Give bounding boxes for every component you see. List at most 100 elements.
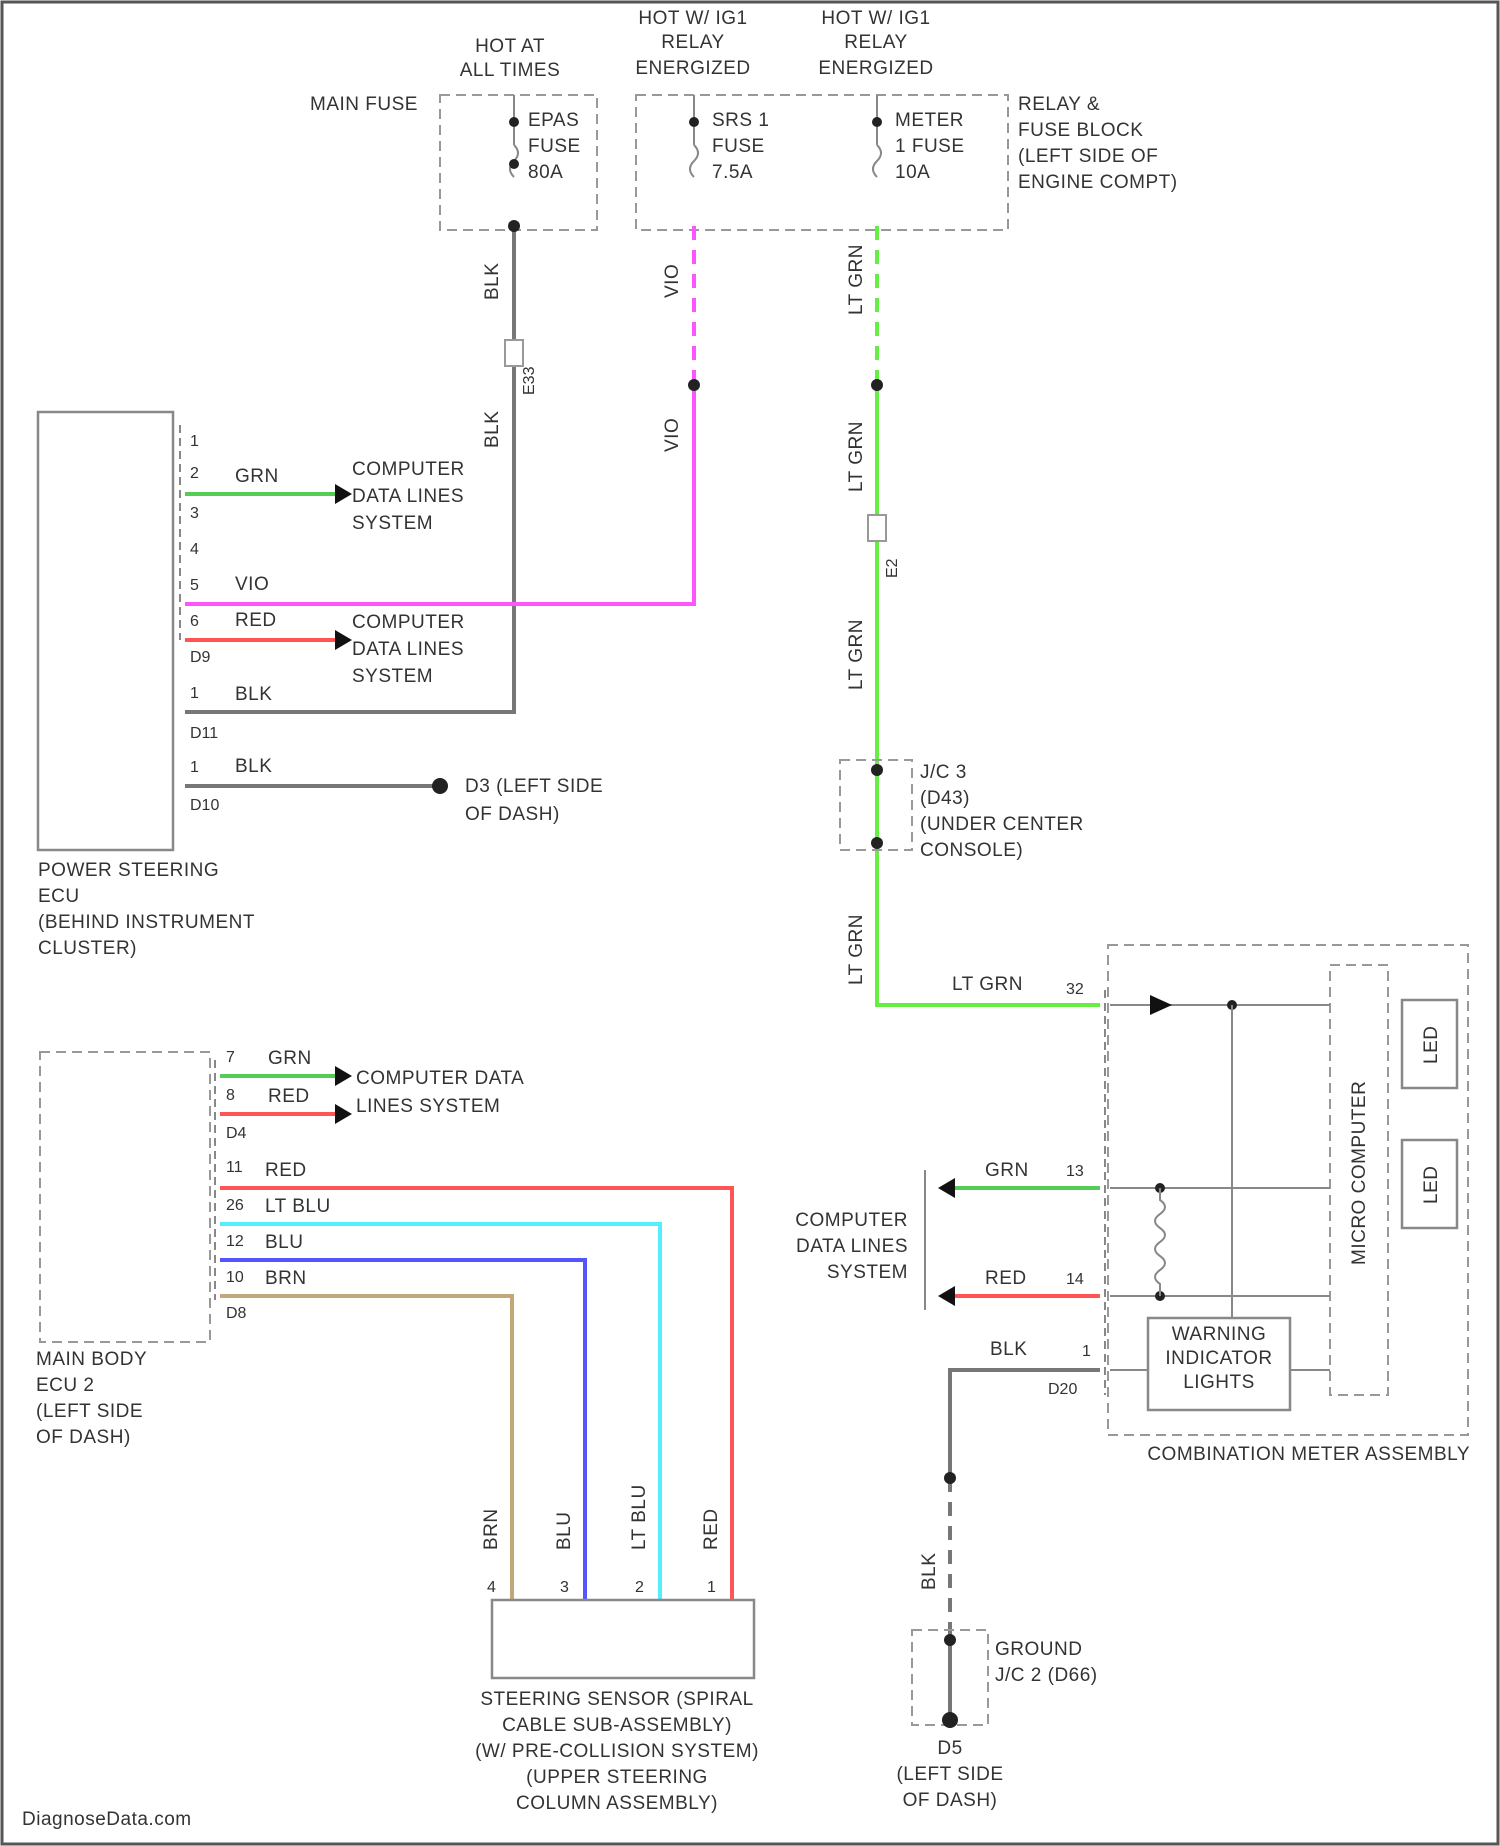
wire-label-blk-1: BLK bbox=[482, 263, 503, 300]
inline-connector-ltgrn: E2 bbox=[868, 515, 901, 578]
svg-text:3: 3 bbox=[190, 505, 199, 522]
svg-text:EPAS: EPAS bbox=[528, 110, 579, 131]
inline-connector-blk: E33 bbox=[505, 340, 538, 395]
svg-text:OF DASH): OF DASH) bbox=[36, 1427, 131, 1448]
wire-label-ltblu-sensor-v: LT BLU bbox=[629, 1484, 650, 1550]
svg-text:ENERGIZED: ENERGIZED bbox=[818, 58, 933, 79]
svg-text:RELAY &: RELAY & bbox=[1018, 94, 1100, 115]
wire-label-vio-2: VIO bbox=[662, 418, 683, 452]
wire-label-blu-sensor-v: BLU bbox=[554, 1512, 575, 1550]
meter-fuse: METER 1 FUSE 10A bbox=[872, 95, 965, 183]
wire-label-vio-1: VIO bbox=[662, 264, 683, 298]
termination-resistor bbox=[1155, 1188, 1165, 1296]
svg-text:32: 32 bbox=[1066, 981, 1084, 998]
svg-text:ENERGIZED: ENERGIZED bbox=[635, 58, 750, 79]
svg-text:(W/ PRE-COLLISION SYSTEM): (W/ PRE-COLLISION SYSTEM) bbox=[475, 1741, 759, 1762]
jc3-label: J/C 3 (D43) (UNDER CENTER CONSOLE) bbox=[920, 762, 1084, 861]
main-body-ecu bbox=[40, 1052, 210, 1342]
svg-text:DATA LINES: DATA LINES bbox=[352, 486, 464, 507]
svg-text:10A: 10A bbox=[895, 162, 930, 183]
svg-text:E33: E33 bbox=[521, 366, 538, 395]
svg-text:1: 1 bbox=[190, 759, 199, 776]
wire-label-red-ps: RED bbox=[235, 610, 277, 631]
svg-text:6: 6 bbox=[190, 613, 199, 630]
arrow-red-mb bbox=[335, 1104, 352, 1124]
wire-label-blk-d11: BLK bbox=[235, 684, 272, 705]
watermark: DiagnoseData.com bbox=[22, 1809, 192, 1830]
wire-label-red-sensor-v: RED bbox=[701, 1508, 722, 1550]
svg-text:RELAY: RELAY bbox=[661, 32, 724, 53]
ground-jc2-label: GROUND J/C 2 (D66) bbox=[995, 1639, 1098, 1686]
svg-text:80A: 80A bbox=[528, 162, 563, 183]
svg-text:2: 2 bbox=[635, 1579, 644, 1596]
svg-text:RELAY: RELAY bbox=[844, 32, 907, 53]
svg-text:DATA LINES: DATA LINES bbox=[796, 1236, 908, 1257]
svg-text:COMPUTER DATA: COMPUTER DATA bbox=[356, 1068, 524, 1089]
wire-label-brn-sensor-v: BRN bbox=[481, 1508, 502, 1550]
meter-data-lines-label: COMPUTER DATA LINES SYSTEM bbox=[795, 1210, 908, 1283]
svg-text:CABLE SUB-ASSEMBLY): CABLE SUB-ASSEMBLY) bbox=[502, 1715, 732, 1736]
hot-ig1-label-b: HOT W/ IG1 RELAY ENERGIZED bbox=[818, 8, 933, 79]
svg-text:7.5A: 7.5A bbox=[712, 162, 753, 183]
wire-label-blk-2: BLK bbox=[482, 411, 503, 448]
svg-text:D3 (LEFT SIDE: D3 (LEFT SIDE bbox=[465, 776, 603, 797]
hot-ig1-label-a: HOT W/ IG1 RELAY ENERGIZED bbox=[635, 8, 750, 79]
relay-block-label: RELAY & FUSE BLOCK (LEFT SIDE OF ENGINE … bbox=[1018, 94, 1178, 193]
svg-text:D10: D10 bbox=[190, 797, 219, 814]
svg-text:D5: D5 bbox=[937, 1738, 962, 1759]
wire-label-grn-ps: GRN bbox=[235, 466, 279, 487]
svg-text:2: 2 bbox=[190, 465, 199, 482]
svg-text:(UNDER CENTER: (UNDER CENTER bbox=[920, 814, 1084, 835]
led-2-label: LED bbox=[1421, 1166, 1442, 1204]
ground-d3-label: D3 (LEFT SIDE OF DASH) bbox=[465, 776, 603, 825]
ps-data-lines-label-1: COMPUTER DATA LINES SYSTEM bbox=[352, 459, 465, 534]
steering-sensor bbox=[492, 1600, 754, 1678]
wire-label-ltgrn-1: LT GRN bbox=[846, 244, 867, 315]
svg-text:SYSTEM: SYSTEM bbox=[827, 1262, 908, 1283]
ps-ecu-pin-numbers: 1 2 3 4 5 6 D9 1 D11 1 D10 bbox=[190, 433, 219, 814]
svg-text:26: 26 bbox=[226, 1197, 244, 1214]
svg-text:13: 13 bbox=[1066, 1163, 1084, 1180]
power-steering-ecu bbox=[38, 412, 173, 850]
ground-d5-label: D5 (LEFT SIDE OF DASH) bbox=[896, 1738, 1003, 1811]
micro-computer-label: MICRO COMPUTER bbox=[1349, 1081, 1370, 1265]
svg-text:COMPUTER: COMPUTER bbox=[352, 459, 465, 480]
svg-text:MAIN BODY: MAIN BODY bbox=[36, 1349, 147, 1370]
svg-text:(UPPER STEERING: (UPPER STEERING bbox=[526, 1767, 708, 1788]
svg-text:DATA LINES: DATA LINES bbox=[352, 639, 464, 660]
svg-text:HOT W/ IG1: HOT W/ IG1 bbox=[821, 8, 930, 29]
svg-text:(LEFT SIDE OF: (LEFT SIDE OF bbox=[1018, 146, 1158, 167]
svg-text:HOT W/ IG1: HOT W/ IG1 bbox=[638, 8, 747, 29]
ps-data-lines-label-2: COMPUTER DATA LINES SYSTEM bbox=[352, 612, 465, 687]
svg-text:POWER STEERING: POWER STEERING bbox=[38, 860, 219, 881]
svg-text:ENGINE COMPT): ENGINE COMPT) bbox=[1018, 172, 1178, 193]
main-body-ecu-label: MAIN BODY ECU 2 (LEFT SIDE OF DASH) bbox=[36, 1349, 147, 1448]
svg-text:D20: D20 bbox=[1048, 1381, 1077, 1398]
svg-text:1: 1 bbox=[1082, 1343, 1091, 1360]
svg-text:COLUMN ASSEMBLY): COLUMN ASSEMBLY) bbox=[516, 1793, 718, 1814]
led-1-label: LED bbox=[1421, 1026, 1442, 1064]
svg-text:FUSE: FUSE bbox=[528, 136, 581, 157]
svg-text:D11: D11 bbox=[190, 725, 218, 742]
svg-text:4: 4 bbox=[190, 541, 199, 558]
svg-text:(BEHIND INSTRUMENT: (BEHIND INSTRUMENT bbox=[38, 912, 255, 933]
svg-text:1: 1 bbox=[707, 1579, 716, 1596]
svg-text:D4: D4 bbox=[226, 1125, 247, 1142]
epas-fuse: EPAS FUSE 80A bbox=[509, 95, 581, 183]
svg-text:CLUSTER): CLUSTER) bbox=[38, 938, 137, 959]
svg-text:CONSOLE): CONSOLE) bbox=[920, 840, 1023, 861]
combination-meter-label: COMBINATION METER ASSEMBLY bbox=[1147, 1444, 1470, 1465]
wire-blk-meter bbox=[950, 1370, 1100, 1478]
svg-text:(D43): (D43) bbox=[920, 788, 970, 809]
srs1-fuse: SRS 1 FUSE 7.5A bbox=[689, 95, 769, 183]
wire-label-grn-mb: GRN bbox=[268, 1048, 312, 1069]
svg-text:FUSE BLOCK: FUSE BLOCK bbox=[1018, 120, 1143, 141]
power-steering-ecu-label: POWER STEERING ECU (BEHIND INSTRUMENT CL… bbox=[38, 860, 255, 959]
wire-label-blk-meter-v: BLK bbox=[919, 1553, 940, 1590]
svg-text:1: 1 bbox=[190, 685, 199, 702]
svg-text:14: 14 bbox=[1066, 1271, 1084, 1288]
arrow-grn-meter bbox=[938, 1178, 955, 1198]
svg-text:FUSE: FUSE bbox=[712, 136, 765, 157]
mb-data-lines-label: COMPUTER DATA LINES SYSTEM bbox=[356, 1068, 524, 1117]
